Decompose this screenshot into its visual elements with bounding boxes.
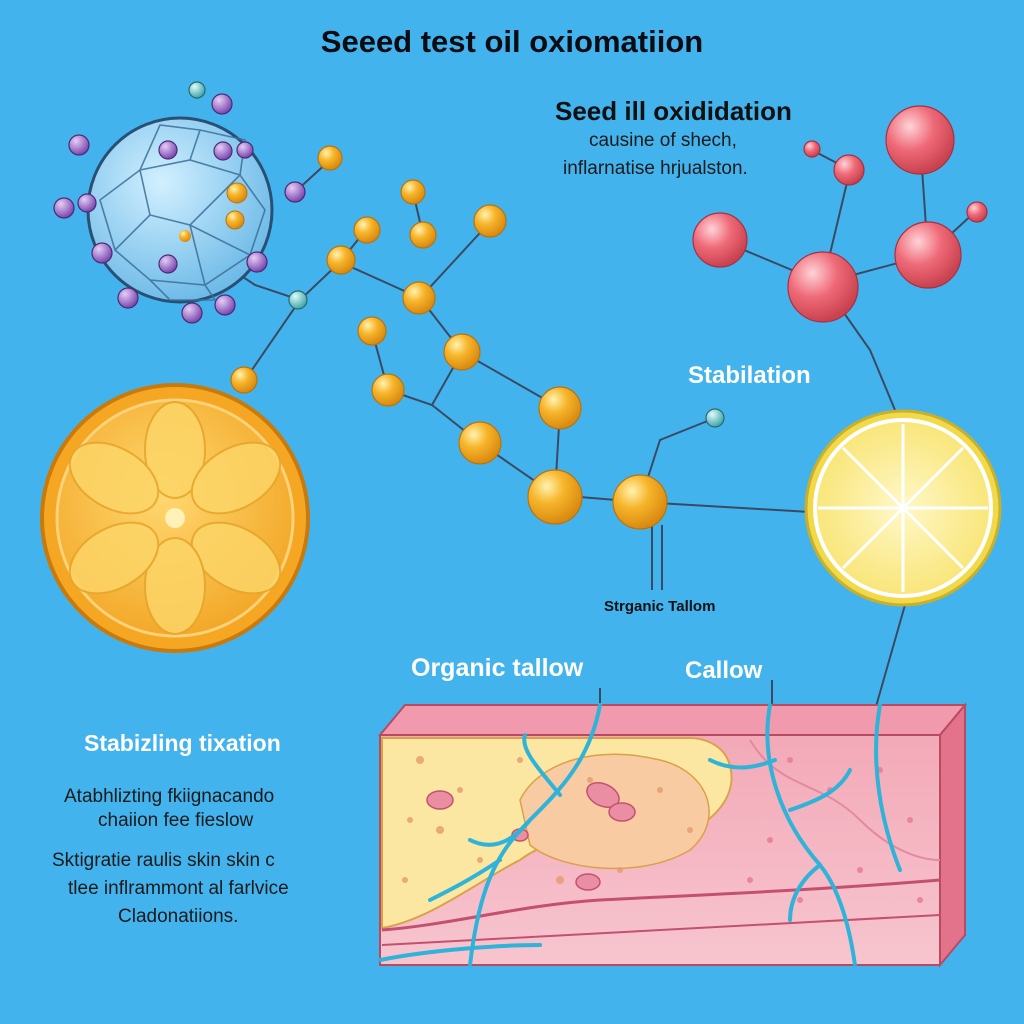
causes-line-1: causine of shech, bbox=[589, 130, 737, 151]
paragraph-1-line-2: chaiion fee fieslow bbox=[98, 810, 254, 831]
causes-line-2: inflarnatise hrjualston. bbox=[563, 158, 748, 179]
organic-tallow-label: Organic tallow bbox=[411, 654, 584, 682]
blood-vessels-icon bbox=[378, 703, 902, 967]
paragraph-1-line-1: Atabhlizting fkiignacando bbox=[64, 786, 275, 807]
teal-atom bbox=[288, 290, 308, 310]
lemon-slice-icon bbox=[804, 409, 1002, 607]
red-molecule-icon bbox=[692, 105, 988, 323]
paragraph-2-line-3: Cladonatiions. bbox=[118, 906, 239, 927]
callow-label: Callow bbox=[685, 657, 763, 684]
orange-slice-icon bbox=[40, 383, 310, 653]
strganic-tallom-label: Strganic Tallom bbox=[604, 598, 716, 615]
page-title: Seeed test oil oxiomatiion bbox=[320, 24, 704, 59]
seed-oil-oxidation-label: Seed ill oxididation bbox=[555, 96, 792, 126]
paragraph-2-line-2: tlee inflrammont al farlvice bbox=[68, 878, 289, 899]
paragraph-2-line-1: Sktigratie raulis skin skin c bbox=[52, 850, 275, 871]
stabilation-label: Stabilation bbox=[688, 362, 811, 389]
teal-atom bbox=[705, 408, 725, 428]
stabizling-tixation-heading: Stabizling tixation bbox=[84, 730, 281, 756]
gold-atom-chain bbox=[230, 145, 668, 530]
skin-cross-section-icon bbox=[377, 702, 968, 968]
molecule-sphere-icon bbox=[53, 81, 306, 324]
